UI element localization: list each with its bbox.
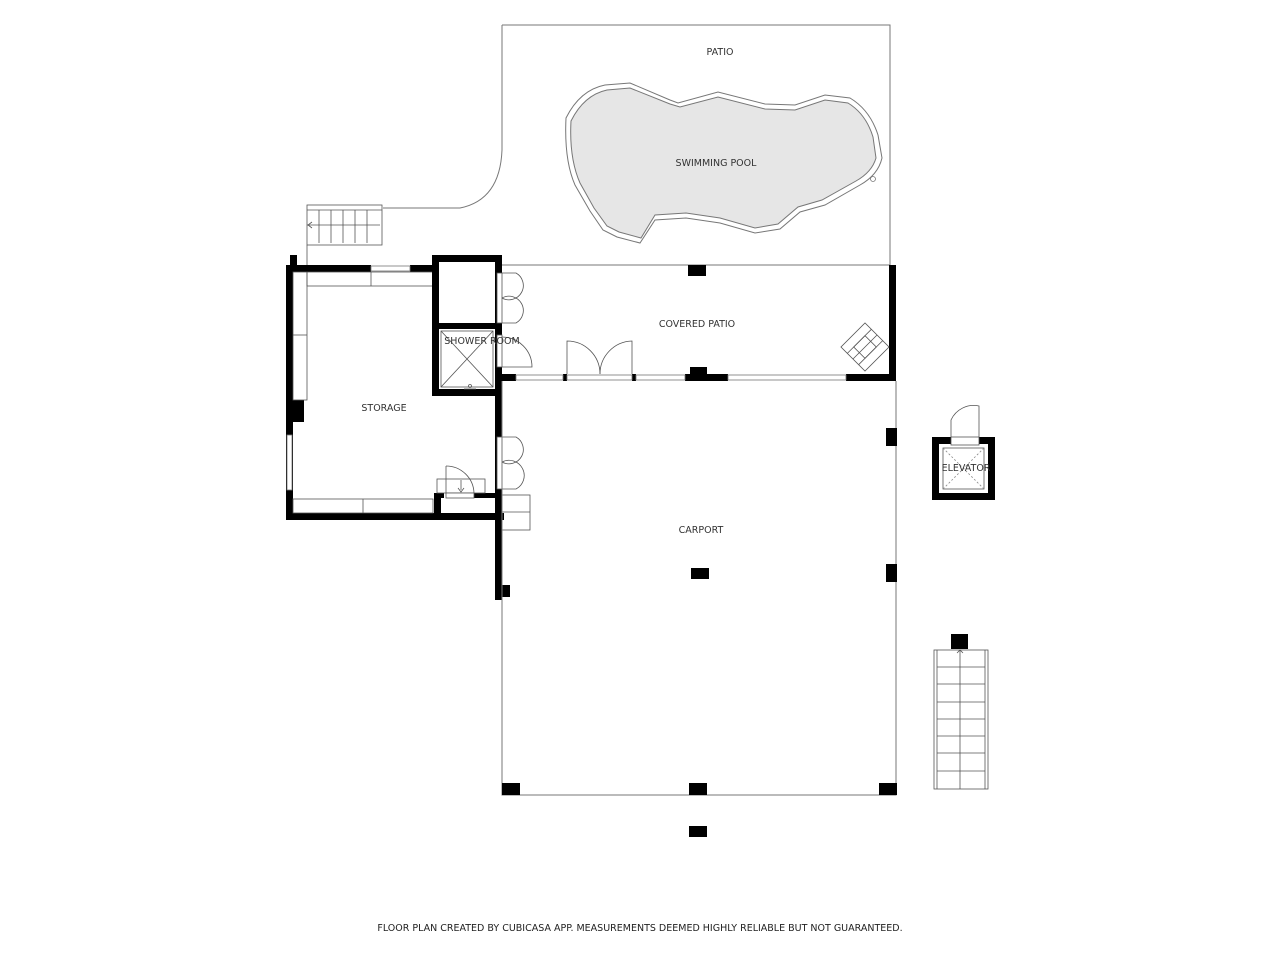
label-elevator: ELEVATOR xyxy=(942,463,991,474)
label-shower-room: SHOWER ROOM xyxy=(444,336,519,347)
footer-disclaimer: FLOOR PLAN CREATED BY CUBICASA APP. MEAS… xyxy=(377,923,902,934)
elevator xyxy=(932,405,995,500)
carport xyxy=(501,381,897,837)
storage-walls xyxy=(286,255,504,520)
stairs-upper-left xyxy=(306,204,383,265)
label-patio: PATIO xyxy=(707,47,734,58)
covered-patio xyxy=(502,264,896,381)
label-storage: STORAGE xyxy=(361,403,406,414)
label-covered-patio: COVERED PATIO xyxy=(659,319,735,330)
patio-area xyxy=(383,24,891,265)
swimming-pool xyxy=(565,82,883,244)
storage-closet xyxy=(434,465,500,515)
label-swimming-pool: SWIMMING POOL xyxy=(676,158,758,169)
stairs-lower-right xyxy=(933,634,989,790)
shower-room-block xyxy=(432,255,533,600)
label-carport: CARPORT xyxy=(679,525,724,536)
